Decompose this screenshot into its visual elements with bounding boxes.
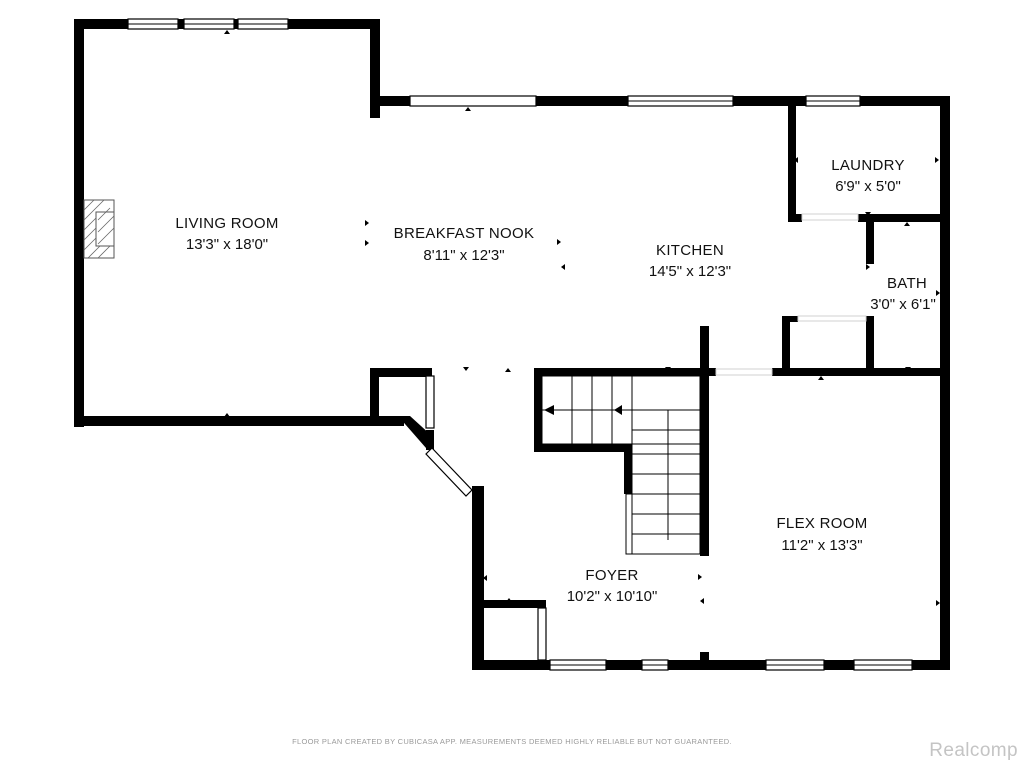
room-label-kitchen: KITCHEN 14'5" x 12'3" <box>649 242 731 280</box>
room-label-foyer: FOYER 10'2" x 10'10" <box>567 567 658 605</box>
room-name: BATH <box>887 275 927 292</box>
room-name: LIVING ROOM <box>175 215 278 232</box>
room-name: BREAKFAST NOOK <box>394 225 535 242</box>
windows <box>127 18 913 671</box>
door-openings <box>715 213 867 376</box>
room-dimensions: 10'2" x 10'10" <box>567 588 658 605</box>
room-dimensions: 14'5" x 12'3" <box>649 263 731 280</box>
room-name: LAUNDRY <box>831 157 905 174</box>
walls <box>74 19 950 670</box>
room-dimensions: 8'11" x 12'3" <box>423 247 504 264</box>
room-name: FOYER <box>585 567 638 584</box>
stairs-icon <box>541 375 709 555</box>
room-label-flex: FLEX ROOM 11'2" x 13'3" <box>776 515 867 554</box>
room-dimensions: 3'0" x 6'1" <box>870 296 936 313</box>
room-dimensions: 11'2" x 13'3" <box>781 537 862 554</box>
room-label-laundry: LAUNDRY 6'9" x 5'0" <box>831 157 905 195</box>
realcomp-watermark: Realcomp <box>929 740 1018 761</box>
room-dimensions: 13'3" x 18'0" <box>186 236 268 253</box>
room-name: FLEX ROOM <box>776 515 867 532</box>
fireplace-icon <box>83 199 115 259</box>
direction-arrow-icon <box>224 30 940 606</box>
room-label-breakfast: BREAKFAST NOOK 8'11" x 12'3" <box>394 225 535 264</box>
room-label-bath: BATH 3'0" x 6'1" <box>870 275 936 313</box>
room-label-living: LIVING ROOM 13'3" x 18'0" <box>175 215 278 253</box>
floor-plan-credit: FLOOR PLAN CREATED BY CUBICASA APP. MEAS… <box>292 737 732 746</box>
room-dimensions: 6'9" x 5'0" <box>835 178 901 195</box>
room-name: KITCHEN <box>656 242 724 259</box>
